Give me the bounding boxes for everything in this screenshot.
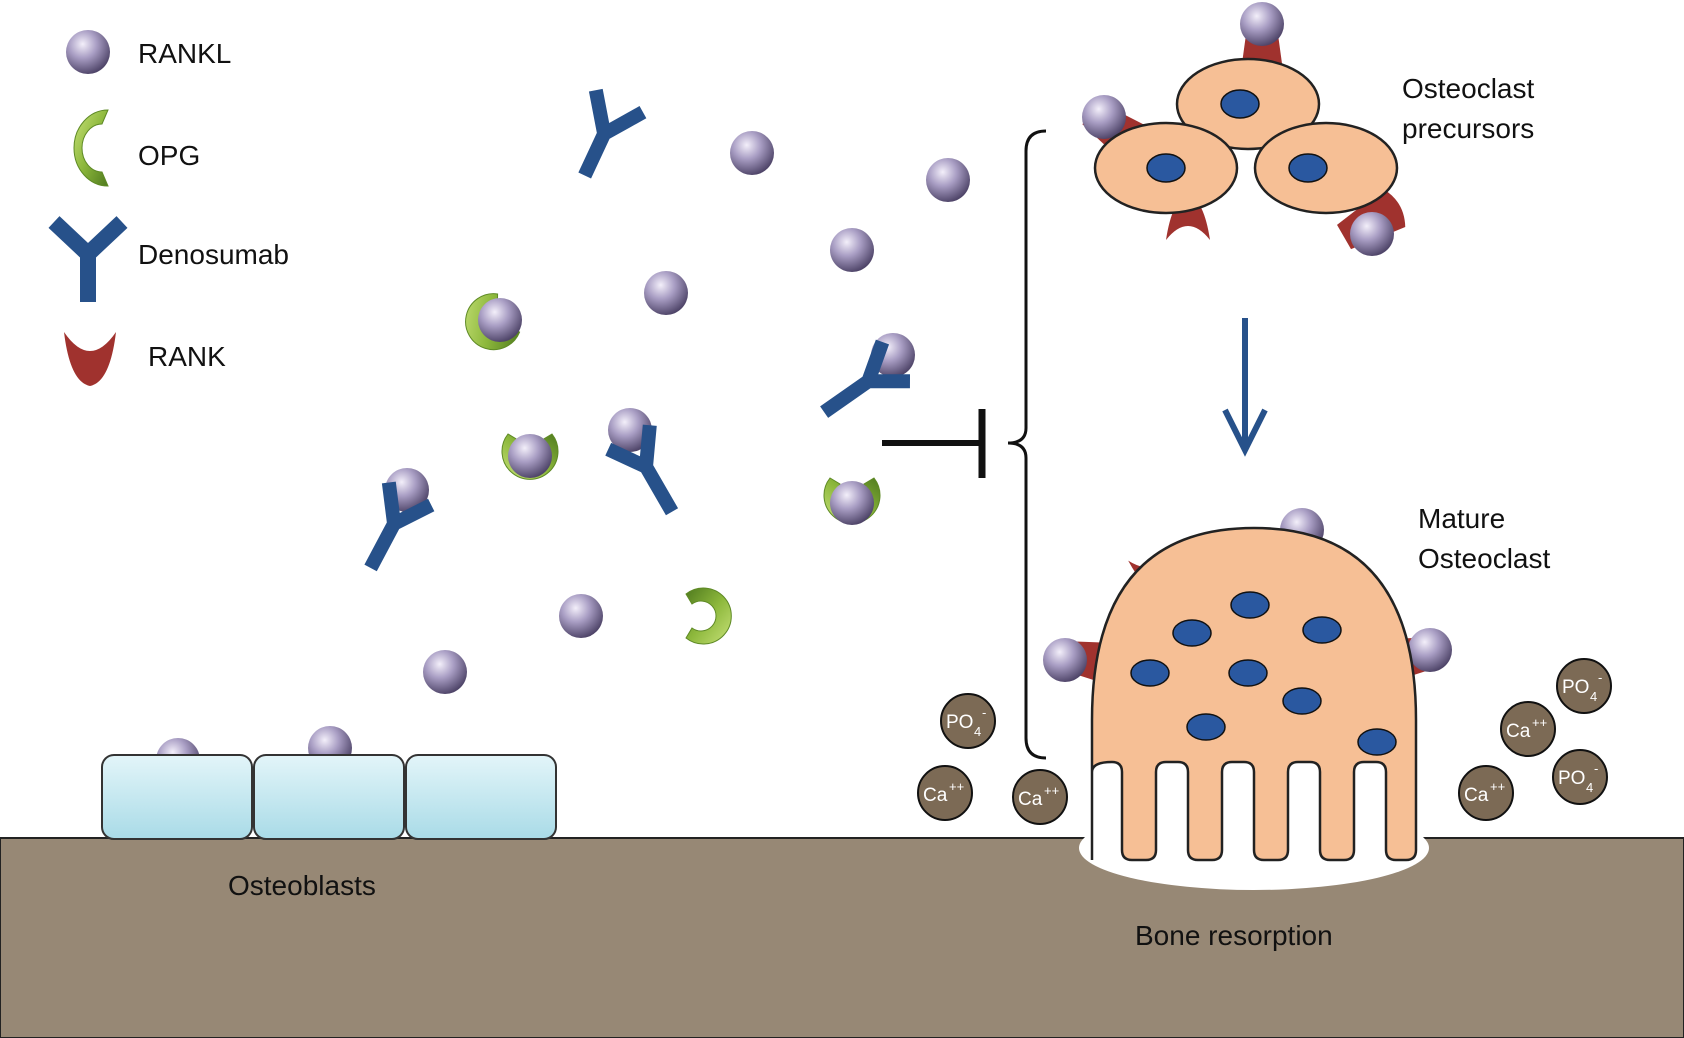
svg-text:++: ++ — [1044, 783, 1059, 798]
mature-osteoclast — [1043, 508, 1452, 862]
legend-rankl-icon — [66, 30, 110, 74]
legend-opg-label: OPG — [138, 140, 200, 171]
legend-denosumab-label: Denosumab — [138, 239, 289, 270]
differentiation-arrow — [1222, 318, 1268, 457]
legend-denosumab-icon — [48, 216, 128, 302]
precursors-label-line2: precursors — [1402, 113, 1534, 144]
osteoblasts-label: Osteoblasts — [228, 870, 376, 901]
legend-rankl-label: RANKL — [138, 38, 231, 69]
svg-text:PO: PO — [946, 712, 973, 733]
mature-label-line1: Mature — [1418, 503, 1505, 534]
free-opg — [685, 587, 732, 645]
svg-text:4: 4 — [1590, 689, 1597, 704]
ca-ion: Ca ++ — [1458, 765, 1514, 821]
free-rankl — [423, 131, 970, 694]
svg-text:Ca: Ca — [923, 785, 948, 806]
osteoblast-cell — [253, 754, 405, 840]
po4-ion: PO 4 - — [940, 693, 996, 749]
svg-text:++: ++ — [1532, 715, 1547, 730]
svg-text:-: - — [1594, 761, 1598, 776]
svg-text:4: 4 — [974, 724, 981, 739]
precursors-label-line1: Osteoclast — [1402, 73, 1534, 104]
svg-text:++: ++ — [949, 779, 964, 794]
osteoclast-precursors — [1077, 2, 1411, 257]
denosumab-rankl-complex — [364, 333, 915, 572]
ca-ion: Ca ++ — [917, 765, 973, 821]
po4-ion: PO 4 - — [1552, 749, 1608, 805]
mineral-ions: PO 4 - PO 4 - PO 4 - Ca ++ Ca ++ — [917, 658, 1612, 825]
svg-text:PO: PO — [1558, 768, 1585, 789]
bracket — [1007, 129, 1047, 760]
bone-surface — [0, 837, 1684, 1038]
osteoblasts — [101, 726, 557, 840]
svg-text:++: ++ — [1490, 779, 1505, 794]
svg-text:-: - — [982, 705, 986, 720]
svg-text:-: - — [1598, 670, 1602, 685]
bone-resorption-label: Bone resorption — [1135, 920, 1333, 951]
inhibition-bar — [882, 409, 986, 478]
opg-rankl-complex — [454, 288, 881, 525]
svg-text:Ca: Ca — [1018, 789, 1043, 810]
po4-ion: PO 4 - — [1556, 658, 1612, 714]
osteoblast-cell — [101, 754, 253, 840]
legend-rank-label: RANK — [148, 341, 226, 372]
svg-text:Ca: Ca — [1464, 785, 1489, 806]
svg-text:PO: PO — [1562, 677, 1589, 698]
ca-ion: Ca ++ — [1012, 769, 1068, 825]
svg-text:4: 4 — [1586, 780, 1593, 795]
ca-ion: Ca ++ — [1500, 701, 1556, 757]
svg-text:Ca: Ca — [1506, 721, 1531, 742]
osteoblast-cell — [405, 754, 557, 840]
legend: RANKL OPG Denosumab RANK — [48, 30, 289, 386]
free-denosumab — [578, 88, 647, 179]
legend-rank-icon — [64, 332, 116, 386]
legend-opg-icon — [73, 109, 109, 187]
mature-label-line2: Osteoclast — [1418, 543, 1550, 574]
